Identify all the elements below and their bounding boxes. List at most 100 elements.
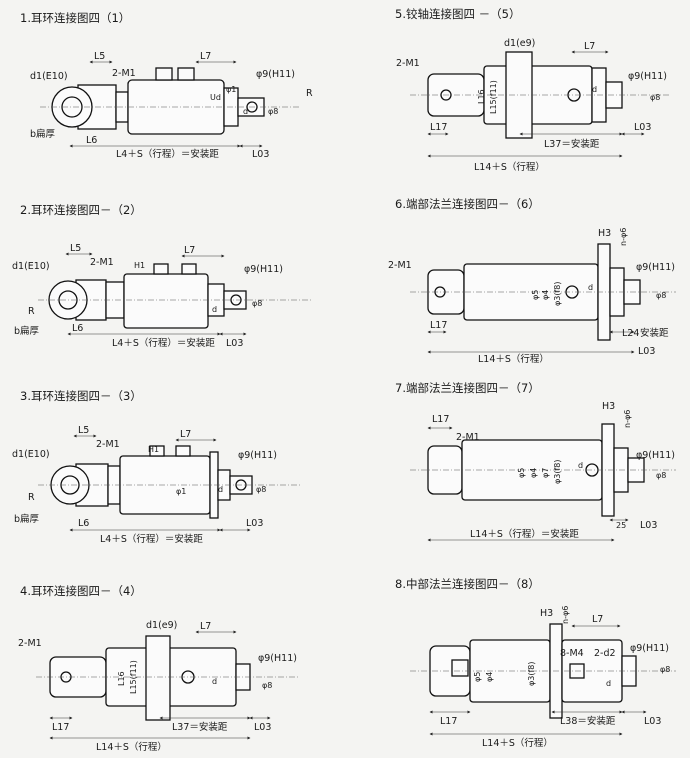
label-r: R (28, 492, 35, 503)
label-l03: L03 (638, 346, 655, 357)
label-l16: L16 (117, 671, 126, 686)
label-m1: 2-M1 (456, 432, 480, 443)
label-l03: L03 (246, 518, 263, 529)
label-phi5: φ5 (473, 672, 482, 682)
cylinder-barrel (123, 273, 209, 329)
label-b: b扁厚 (14, 325, 40, 337)
label-l4: L4＋S（行程）＝安装距 (112, 337, 215, 349)
label-b: b扁厚 (30, 128, 56, 140)
port-1 (153, 263, 169, 275)
label-phi8: φ8 (262, 681, 272, 690)
label-phi8: φ8 (656, 291, 666, 300)
label-l4: L4＋S（行程）＝安装距 (100, 533, 203, 545)
port-1 (155, 67, 173, 81)
label-l14: L14＋S（行程） (478, 353, 549, 365)
port-2 (181, 263, 197, 275)
label-l03: L03 (640, 520, 657, 531)
label-l7: L7 (184, 245, 195, 256)
label-d1: d1(E10) (30, 71, 68, 82)
label-d: d (592, 85, 597, 94)
label-d2: 2-d2 (594, 648, 616, 659)
label-phi5: φ5 (517, 468, 526, 478)
label-m1: 2-M1 (112, 68, 136, 79)
label-phi4: φ4 (529, 468, 538, 478)
label-m1: 2-M1 (396, 58, 420, 69)
port-1 (149, 445, 165, 457)
label-phi7: φ7 (541, 468, 550, 478)
label-h3: H3 (598, 228, 611, 239)
label-phi9: φ9(H11) (630, 643, 669, 654)
label-n: n-φ6 (619, 228, 628, 246)
label-l14: L14＋S（行程） (474, 161, 545, 173)
label-h1: H1 (134, 261, 145, 270)
label-d: d (212, 305, 217, 314)
label-l03: L03 (252, 149, 269, 160)
trunnion-block (145, 635, 171, 721)
label-h1: H1 (148, 445, 159, 454)
diagram-5-title: 5.铰轴连接图四 －（5） (395, 7, 520, 21)
diagram-2: 2.耳环连接图四－（2） d1(E10) 2-M1 L5 L7 φ9(H11) … (12, 203, 312, 349)
label-d: d (588, 283, 593, 292)
diagram-8: 8.中部法兰连接图四－（8） H3 n-φ6 L7 φ9(H11) 8-M4 2… (395, 577, 676, 749)
label-l7: L7 (592, 614, 603, 625)
label-phi8: φ8 (268, 107, 278, 116)
label-d: d (578, 461, 583, 470)
label-phi8: φ8 (660, 665, 670, 674)
label-l14: L14＋S（行程） (482, 737, 553, 749)
label-m4: 8-M4 (560, 648, 584, 659)
label-phi9: φ9(H11) (636, 262, 675, 273)
label-l03: L03 (644, 716, 661, 727)
label-phi3: φ3(f8) (553, 281, 562, 306)
diagram-6: 6.端部法兰连接图四－（6） 2-M1 H3 n-φ6 φ9(H11) φ5 φ… (388, 197, 676, 365)
label-l7: L7 (200, 51, 211, 62)
label-h3: H3 (602, 401, 615, 412)
label-phi9: φ9(H11) (628, 71, 667, 82)
label-l4: L4＋S（行程）＝安装距 (116, 148, 219, 160)
diagram-7: 7.端部法兰连接图四－（7） L17 2-M1 H3 n-φ6 φ9(H11) … (395, 381, 676, 542)
diagram-4-title: 4.耳环连接图四－（4） (20, 584, 142, 598)
label-l14: L14＋S（行程）＝安装距 (470, 528, 579, 540)
port-2 (175, 445, 191, 457)
label-l17: L17 (440, 716, 457, 727)
label-d: d (606, 679, 611, 688)
label-m1: 2-M1 (96, 439, 120, 450)
label-l03: L03 (254, 722, 271, 733)
label-phi9: φ9(H11) (244, 264, 283, 275)
label-n: n-φ6 (623, 410, 632, 428)
label-l6: L6 (86, 135, 97, 146)
label-l15: L15(f11) (129, 660, 138, 694)
label-l5: L5 (70, 243, 81, 254)
label-l14: L14＋S（行程） (96, 741, 167, 753)
diagram-1-title: 1.耳环连接图四（1） (20, 11, 130, 25)
label-n: n-φ6 (561, 606, 570, 624)
label-m1: 2-M1 (388, 260, 412, 271)
label-h3: H3 (540, 608, 553, 619)
label-l7: L7 (584, 41, 595, 52)
label-d: d (212, 677, 217, 686)
label-phi8: φ8 (656, 471, 666, 480)
label-az: 安装距 (640, 327, 669, 339)
label-l16: L16 (477, 89, 486, 104)
label-phi1: φ1 (176, 487, 186, 496)
label-l5: L5 (78, 425, 89, 436)
label-ud: Ud (210, 93, 221, 102)
label-phi1: φ1 (226, 85, 236, 94)
label-b: b扁厚 (14, 513, 40, 525)
label-l7: L7 (200, 621, 211, 632)
label-phi8: φ8 (252, 299, 262, 308)
diagram-1: 1.耳环连接图四（1） d1(E10) 2-M1 L5 L7 φ9(H11) R… (20, 11, 313, 160)
label-25: 25 (616, 521, 626, 530)
label-l37: L37＝安装距 (172, 721, 228, 733)
label-l17: L17 (430, 122, 447, 133)
label-d: d (243, 107, 248, 116)
label-d: d (218, 485, 223, 494)
diagram-4: 4.耳环连接图四－（4） 2-M1 d1(e9) L7 φ9(H11) L16 … (18, 584, 300, 753)
label-phi3: φ3(f8) (527, 661, 536, 686)
label-d1: d1(E10) (12, 449, 50, 460)
label-r: R (28, 306, 35, 317)
label-m1: 2-M1 (18, 638, 42, 649)
label-l03: L03 (634, 122, 651, 133)
diagram-3: 3.耳环连接图四－（3） d1(E10) 2-M1 L5 L7 φ9(H11) … (12, 389, 300, 545)
label-phi5: φ5 (531, 290, 540, 300)
